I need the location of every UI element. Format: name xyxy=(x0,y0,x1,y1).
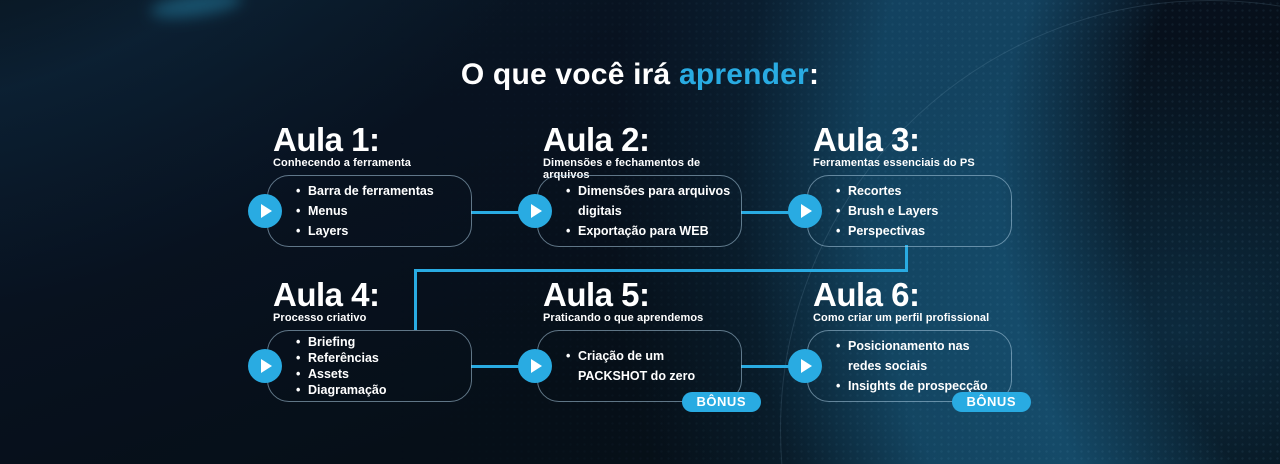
lesson-4: Aula 4: Processo criativo Briefing Refer… xyxy=(248,276,472,402)
play-icon xyxy=(261,359,272,373)
topic-item: Posicionamento nas redes sociais xyxy=(836,336,1003,376)
connector-2-3 xyxy=(741,211,807,214)
lesson-4-heading: Aula 4: Processo criativo xyxy=(267,276,472,330)
lesson-2: Aula 2: Dimensões e fechamentos de arqui… xyxy=(518,121,742,247)
play-button-3[interactable] xyxy=(788,194,822,228)
connector-4-top xyxy=(414,269,417,330)
topic-item: Briefing xyxy=(296,334,387,350)
title-suffix: : xyxy=(808,58,820,91)
lesson-1-card: Barra de ferramentas Menus Layers xyxy=(248,175,472,247)
lesson-1-title: Aula 1: xyxy=(273,121,380,158)
topic-item: Layers xyxy=(296,221,434,241)
lesson-6-card: Posicionamento nas redes sociais Insight… xyxy=(788,330,1031,412)
lesson-4-subtitle: Processo criativo xyxy=(273,312,367,324)
topic-item: Recortes xyxy=(836,181,938,201)
lesson-5-title: Aula 5: xyxy=(543,276,650,313)
play-icon xyxy=(801,359,812,373)
lesson-6-topics: Posicionamento nas redes sociais Insight… xyxy=(836,336,1003,396)
lesson-3-heading: Aula 3: Ferramentas essenciais do PS xyxy=(807,121,1012,175)
lesson-6-heading: Aula 6: Como criar um perfil profissiona… xyxy=(807,276,1012,330)
lesson-2-topics: Dimensões para arquivos digitais Exporta… xyxy=(566,181,733,241)
topic-item: Perspectivas xyxy=(836,221,938,241)
lesson-6-subtitle: Como criar um perfil profissional xyxy=(813,312,990,324)
connector-4-5 xyxy=(471,365,537,368)
decorative-blob xyxy=(148,0,244,23)
title-prefix: O que você irá xyxy=(460,58,679,91)
lesson-5-card: Criação de um PACKSHOT do zero BÔNUS xyxy=(518,330,761,412)
connector-row-wrap xyxy=(414,269,908,272)
lesson-3-title: Aula 3: xyxy=(813,121,920,158)
connector-1-2 xyxy=(471,211,537,214)
bonus-badge: BÔNUS xyxy=(681,392,761,412)
topic-item: Referências xyxy=(296,350,387,366)
play-button-2[interactable] xyxy=(518,194,552,228)
lesson-3-card: Recortes Brush e Layers Perspectivas xyxy=(788,175,1012,247)
lesson-4-card: Briefing Referências Assets Diagramação xyxy=(248,330,472,402)
topic-item: Exportação para WEB xyxy=(566,221,733,241)
lesson-5-heading: Aula 5: Praticando o que aprendemos xyxy=(537,276,742,330)
lesson-2-heading: Aula 2: Dimensões e fechamentos de arqui… xyxy=(537,121,742,181)
lesson-5: Aula 5: Praticando o que aprendemos Cria… xyxy=(518,276,761,412)
play-button-4[interactable] xyxy=(248,349,282,383)
play-icon xyxy=(531,204,542,218)
lesson-3: Aula 3: Ferramentas essenciais do PS Rec… xyxy=(788,121,1012,247)
bonus-badge: BÔNUS xyxy=(951,392,1031,412)
connector-5-6 xyxy=(741,365,807,368)
lesson-5-subtitle: Praticando o que aprendemos xyxy=(543,312,704,324)
topic-item: Insights de prospecção xyxy=(836,376,1003,396)
page-title: O que você irá aprender: xyxy=(0,58,1280,92)
topic-item: Assets xyxy=(296,366,387,382)
play-icon xyxy=(531,359,542,373)
lesson-1-subtitle: Conhecendo a ferramenta xyxy=(273,157,412,169)
lesson-2-card: Dimensões para arquivos digitais Exporta… xyxy=(518,175,742,247)
lesson-4-topics: Briefing Referências Assets Diagramação xyxy=(296,334,387,398)
play-button-6[interactable] xyxy=(788,349,822,383)
topic-item: Menus xyxy=(296,201,434,221)
play-button-5[interactable] xyxy=(518,349,552,383)
lesson-3-subtitle: Ferramentas essenciais do PS xyxy=(813,157,975,169)
play-button-1[interactable] xyxy=(248,194,282,228)
lesson-6-title: Aula 6: xyxy=(813,276,920,313)
play-icon xyxy=(261,204,272,218)
topic-item: Dimensões para arquivos digitais xyxy=(566,181,733,221)
topic-item: Barra de ferramentas xyxy=(296,181,434,201)
lesson-1-topics: Barra de ferramentas Menus Layers xyxy=(296,181,434,241)
lesson-5-topics: Criação de um PACKSHOT do zero xyxy=(566,346,733,386)
topic-item: Diagramação xyxy=(296,382,387,398)
lesson-6: Aula 6: Como criar um perfil profissiona… xyxy=(788,276,1031,412)
lesson-4-title: Aula 4: xyxy=(273,276,380,313)
topic-item: Criação de um PACKSHOT do zero xyxy=(566,346,733,386)
topic-item: Brush e Layers xyxy=(836,201,938,221)
lesson-2-title: Aula 2: xyxy=(543,121,650,158)
connector-3-down xyxy=(905,245,908,272)
title-highlight: aprender xyxy=(678,58,809,91)
lesson-1: Aula 1: Conhecendo a ferramenta Barra de… xyxy=(248,121,472,247)
play-icon xyxy=(801,204,812,218)
lesson-3-topics: Recortes Brush e Layers Perspectivas xyxy=(836,181,938,241)
lesson-1-heading: Aula 1: Conhecendo a ferramenta xyxy=(267,121,472,175)
